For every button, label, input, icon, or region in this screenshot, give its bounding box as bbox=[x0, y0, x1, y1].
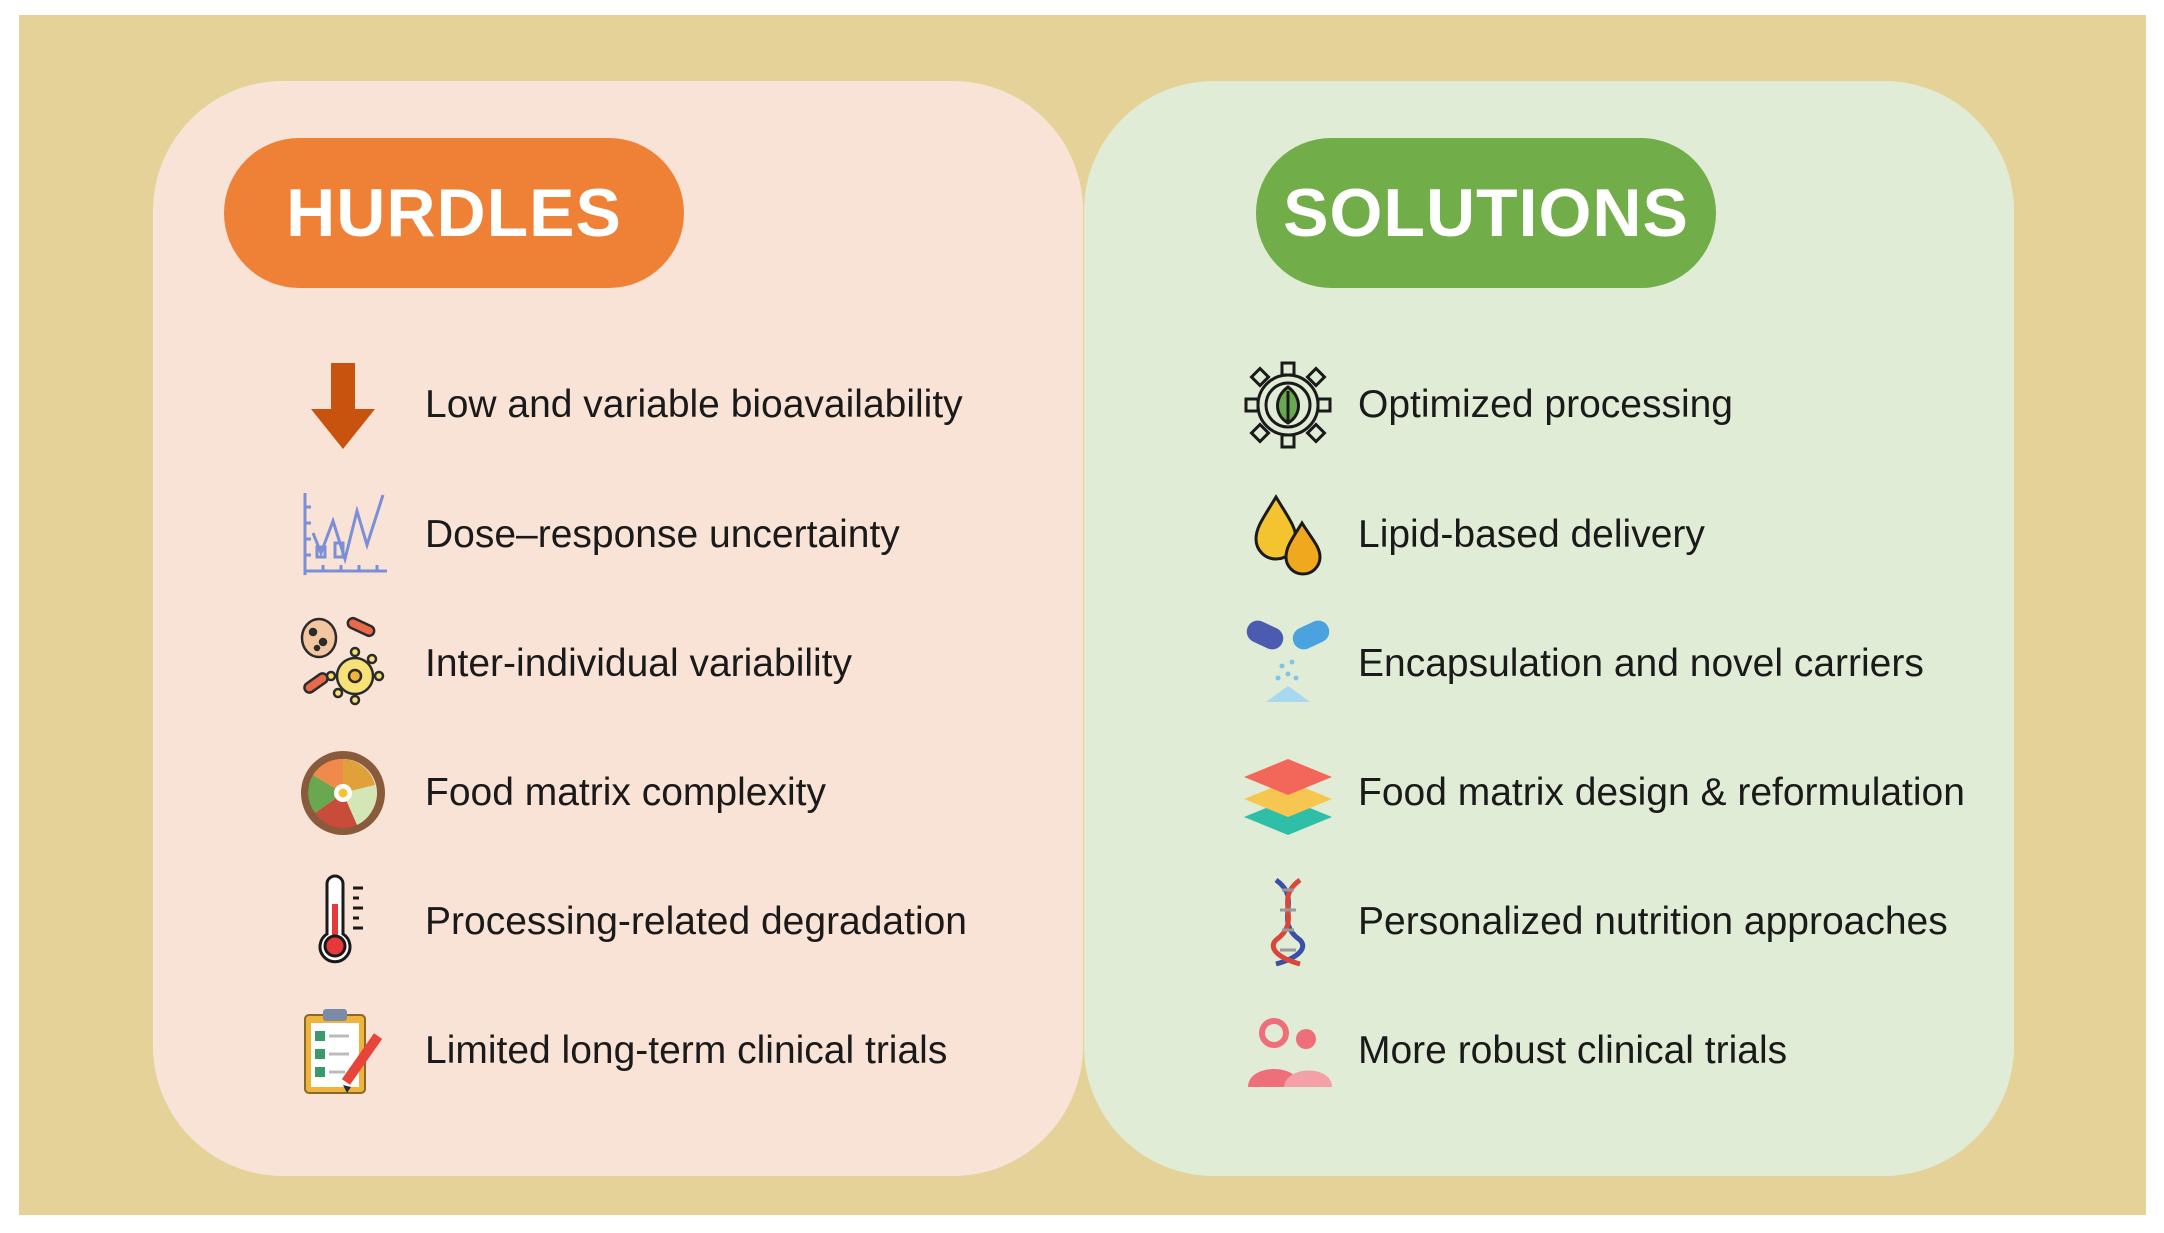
hurdle-item: Food matrix complexity bbox=[295, 743, 826, 843]
solution-item: Lipid-based delivery bbox=[1240, 485, 1705, 585]
solutions-title-pill: SOLUTIONS bbox=[1256, 138, 1716, 288]
dna-icon bbox=[1240, 874, 1336, 970]
solution-item: Personalized nutrition approaches bbox=[1240, 872, 1948, 972]
solutions-title: SOLUTIONS bbox=[1283, 175, 1689, 251]
solution-label: More robust clinical trials bbox=[1358, 1029, 1788, 1072]
hurdle-item: Dose–response uncertainty bbox=[295, 485, 900, 585]
infographic-background bbox=[19, 15, 2146, 1215]
hurdle-label: Food matrix complexity bbox=[425, 771, 826, 814]
solution-label: Food matrix design & reformulation bbox=[1358, 771, 1965, 814]
hurdle-label: Processing-related degradation bbox=[425, 900, 968, 943]
solution-label: Encapsulation and novel carriers bbox=[1358, 642, 1924, 685]
layers-icon bbox=[1240, 745, 1336, 841]
hurdle-item: Limited long-term clinical trials bbox=[295, 1001, 947, 1101]
hurdle-item: Processing-related degradation bbox=[295, 872, 967, 972]
people-icon bbox=[1240, 1003, 1336, 1099]
hurdle-label: Limited long-term clinical trials bbox=[425, 1029, 948, 1072]
capsule-icon bbox=[1240, 616, 1336, 712]
hurdle-item: Inter-individual variability bbox=[295, 614, 852, 714]
down-arrow-icon bbox=[295, 357, 391, 453]
microbes-icon bbox=[295, 616, 391, 712]
solution-item: Food matrix design & reformulation bbox=[1240, 743, 1965, 843]
hurdles-title: HURDLES bbox=[286, 175, 622, 251]
clipboard-checklist-icon bbox=[295, 1003, 391, 1099]
solution-item: Encapsulation and novel carriers bbox=[1240, 614, 1924, 714]
solution-label: Personalized nutrition approaches bbox=[1358, 900, 1948, 943]
solution-label: Lipid-based delivery bbox=[1358, 513, 1705, 556]
hurdle-label: Low and variable bioavailability bbox=[425, 383, 963, 426]
solution-label: Optimized processing bbox=[1358, 383, 1733, 426]
hurdle-label: Dose–response uncertainty bbox=[425, 513, 900, 556]
solution-item: More robust clinical trials bbox=[1240, 1001, 1787, 1101]
hurdle-item: Low and variable bioavailability bbox=[295, 355, 963, 455]
hurdles-title-pill: HURDLES bbox=[224, 138, 684, 288]
thermometer-icon bbox=[295, 874, 391, 970]
line-chart-icon bbox=[295, 487, 391, 583]
food-bowl-icon bbox=[295, 745, 391, 841]
oil-drops-icon bbox=[1240, 487, 1336, 583]
hurdle-label: Inter-individual variability bbox=[425, 642, 853, 685]
gear-leaf-icon bbox=[1240, 357, 1336, 453]
solution-item: Optimized processing bbox=[1240, 355, 1733, 455]
